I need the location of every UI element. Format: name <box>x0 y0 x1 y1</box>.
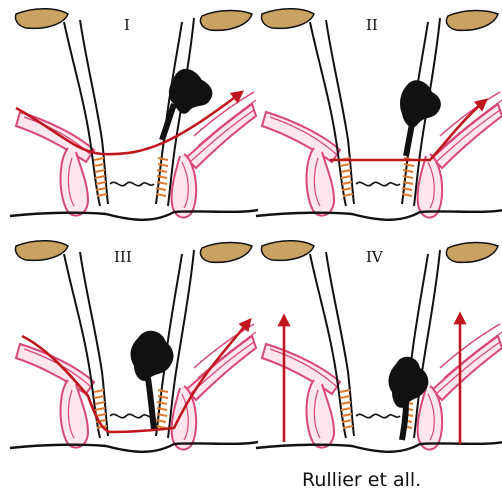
panel-2: II <box>256 9 502 220</box>
panel-label: III <box>114 248 132 266</box>
tumor-tail <box>402 402 406 440</box>
tumor-tail <box>148 378 154 430</box>
panel-label: I <box>124 16 130 34</box>
panel-3: III <box>10 241 258 452</box>
tumor-tail <box>406 124 412 156</box>
tumor <box>400 80 441 127</box>
panel-4: IV <box>256 241 502 452</box>
panel-label: IV <box>366 248 384 266</box>
credit-text: Rullier et all. <box>302 469 421 491</box>
tumor <box>131 331 174 381</box>
panel-1: I <box>10 9 258 220</box>
panel-label: II <box>366 16 378 34</box>
